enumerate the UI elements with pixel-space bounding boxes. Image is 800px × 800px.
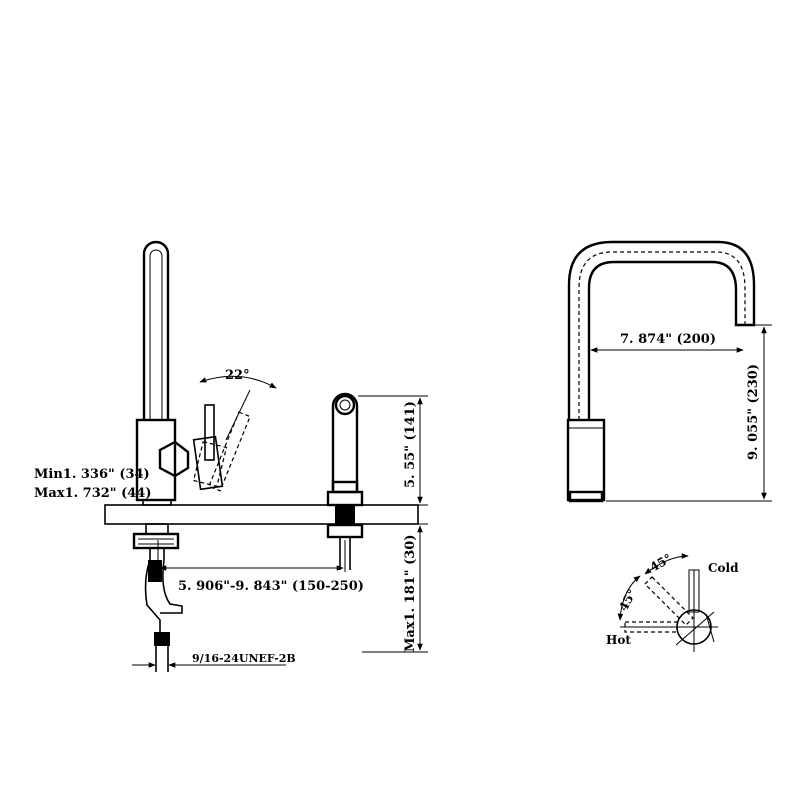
- thread-label: 9/16-24UNEF-2B: [192, 652, 296, 665]
- side-sprayer: [326, 392, 364, 570]
- max-thickness-label: Max1. 732" (44): [34, 486, 152, 501]
- angle-cold-label: 45°: [648, 551, 675, 574]
- handle-rotation-diagram: 45° 45° Cold Hot: [606, 551, 739, 652]
- max-shank-label: Max1. 181" (30): [403, 535, 418, 653]
- countertop: [104, 504, 419, 525]
- spray-height-label: 5. 55" (141): [403, 401, 418, 488]
- front-elevation-view: 7. 874" (200) 9. 055" (230): [566, 240, 772, 503]
- handle-angle-label: 22°: [225, 368, 250, 383]
- spout-height-label: 9. 055" (230): [746, 364, 761, 460]
- spread-label: 5. 906"-9. 843" (150-250): [178, 579, 364, 594]
- faucet-body: [135, 240, 251, 506]
- min-thickness-label: Min1. 336" (34): [34, 467, 150, 482]
- side-elevation-view: 22° Min1. 336" (34) M: [34, 240, 428, 672]
- faucet-shank: [132, 523, 183, 672]
- angle-hot-label: 45°: [616, 587, 639, 614]
- cold-label: Cold: [708, 561, 739, 575]
- spout-reach-label: 7. 874" (200): [620, 332, 716, 347]
- hot-label: Hot: [606, 633, 631, 647]
